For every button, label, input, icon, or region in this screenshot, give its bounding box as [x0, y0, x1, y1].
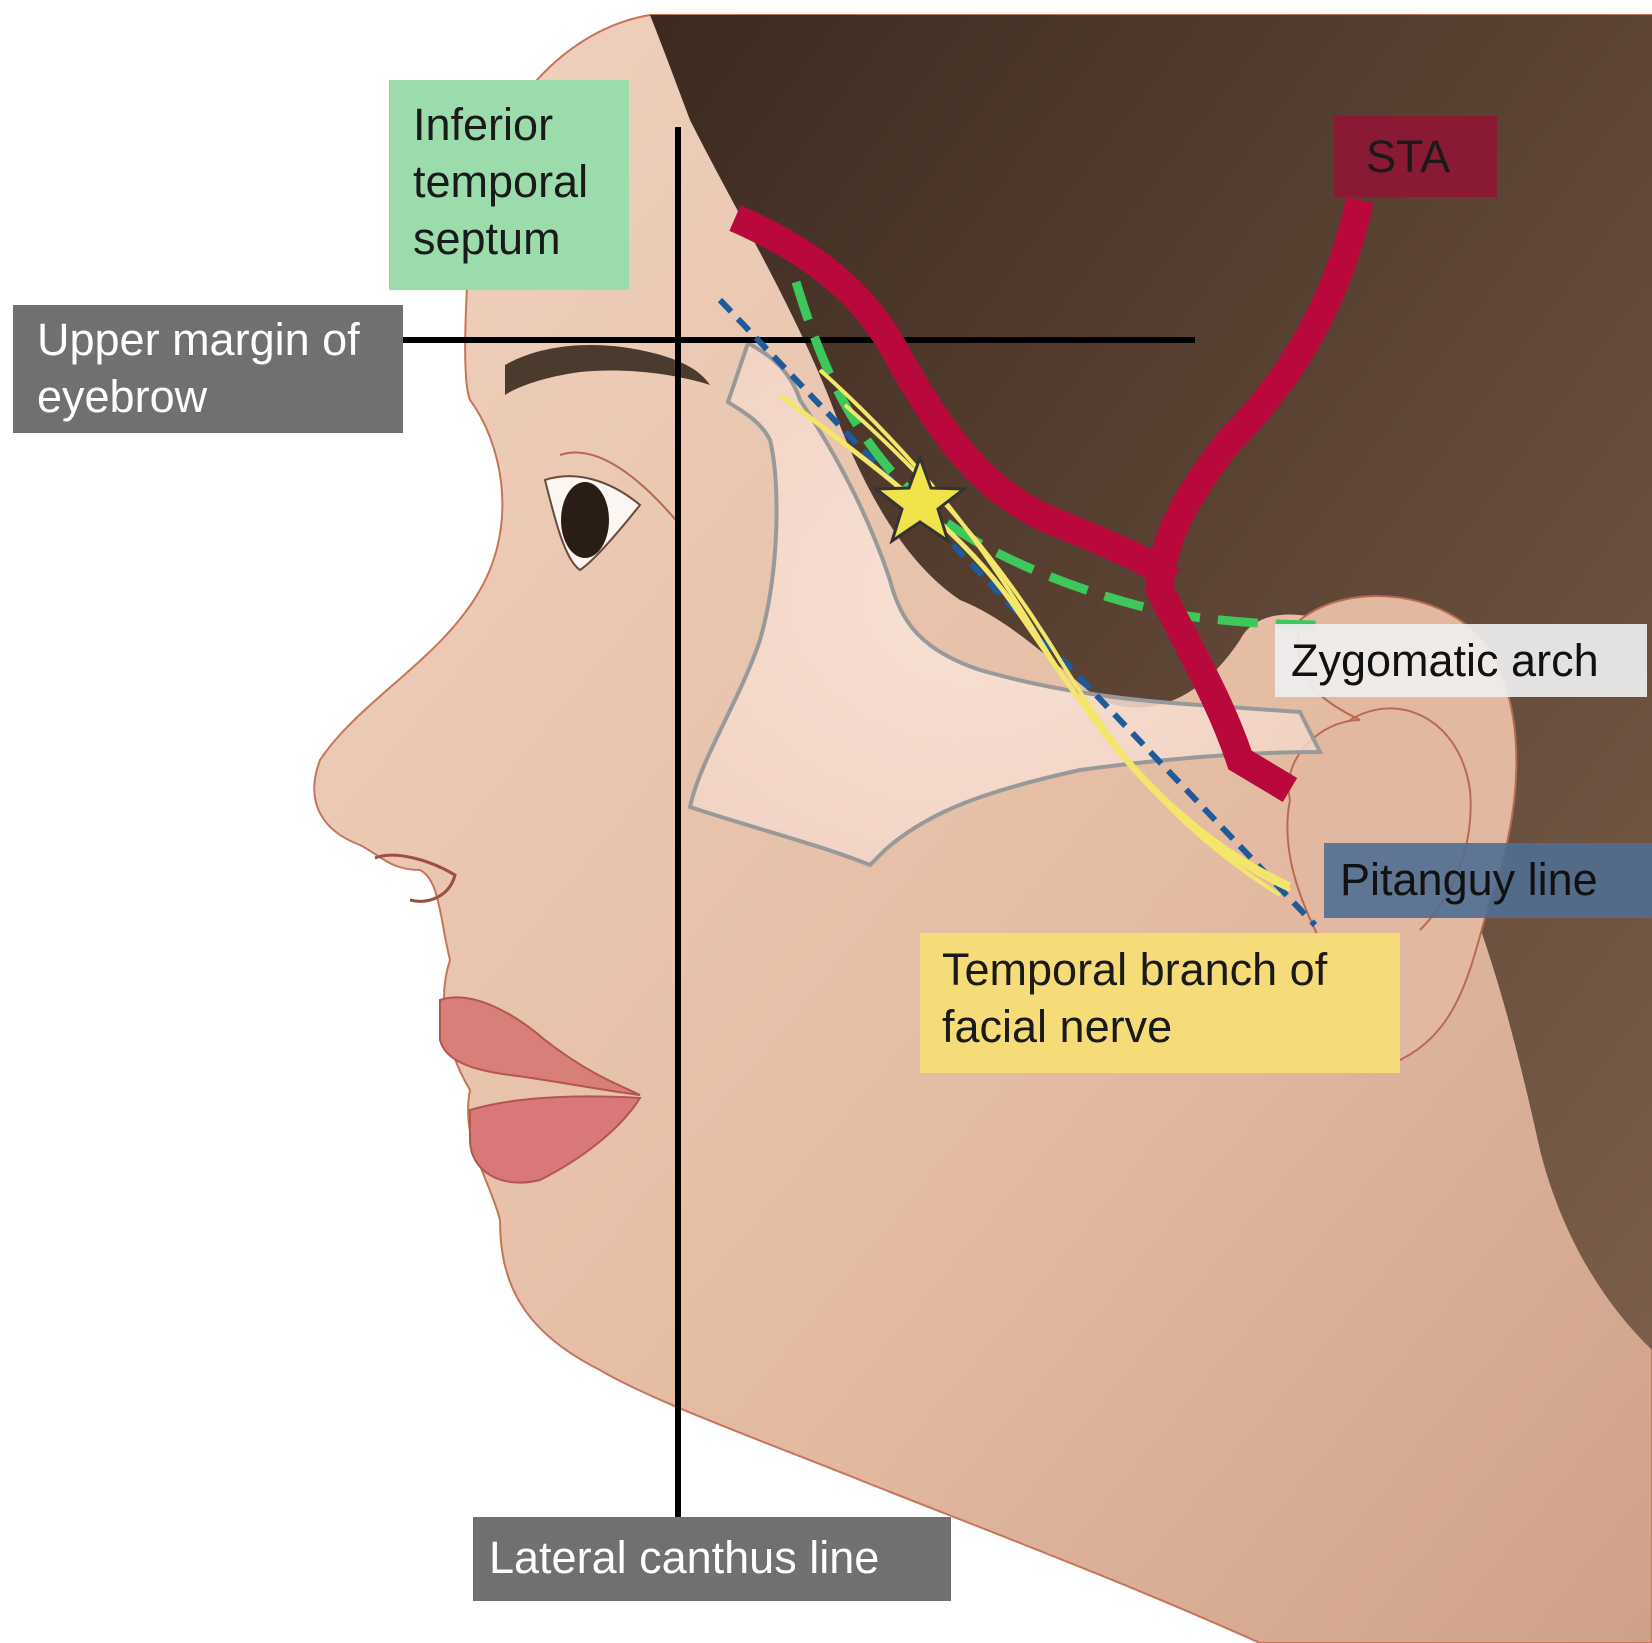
label-pitanguy-text: Pitanguy line [1340, 854, 1598, 905]
upper-lip [439, 996, 641, 1096]
label-inferior-temporal-septum: Inferior temporal septum [389, 80, 629, 290]
label-pitanguy-line: Pitanguy line [1324, 843, 1652, 918]
label-sta-text: STA [1366, 131, 1451, 182]
label-temporal-branch-facial-nerve: Temporal branch of facial nerve [920, 933, 1400, 1073]
label-septum-line-3: septum [413, 213, 561, 264]
star-marker [871, 453, 969, 545]
septum-line [791, 280, 1331, 630]
label-sta: STA [1334, 116, 1497, 197]
label-eyebrow-line-2: eyebrow [37, 371, 208, 422]
eyebrow [505, 345, 710, 395]
eyelid-crease [559, 451, 681, 526]
label-upper-margin-of-eyebrow: Upper margin of eyebrow [13, 305, 403, 433]
label-zygomatic-arch: Zygomatic arch [1275, 624, 1647, 697]
nerve-branch-1 [778, 393, 1292, 888]
lower-lip [469, 1095, 642, 1184]
temporal-zone [687, 340, 1324, 868]
label-nerve-line-1: Temporal branch of [942, 944, 1328, 995]
nostril [374, 853, 457, 903]
label-canthus-text: Lateral canthus line [489, 1532, 880, 1583]
label-lateral-canthus-line: Lateral canthus line [473, 1517, 951, 1601]
label-septum-line-1: Inferior [413, 99, 554, 150]
label-eyebrow-line-1: Upper margin of [37, 314, 360, 365]
iris [561, 482, 609, 558]
sta-main-trunk [1145, 196, 1374, 803]
label-nerve-line-2: facial nerve [942, 1001, 1173, 1052]
sta-frontal-branch [729, 205, 1180, 591]
label-zygomatic-text: Zygomatic arch [1291, 635, 1599, 686]
label-septum-line-2: temporal [413, 156, 589, 207]
